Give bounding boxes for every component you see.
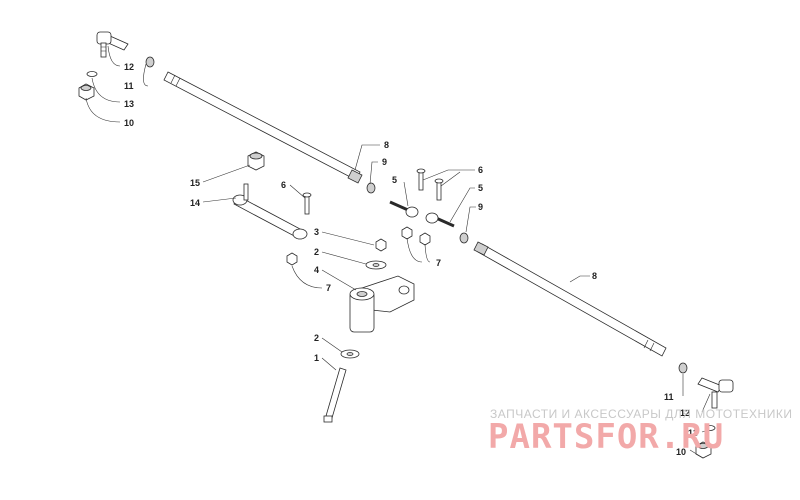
bolt-6-b bbox=[434, 178, 444, 201]
lock-nut-3 bbox=[375, 238, 387, 252]
lock-nut-7-b bbox=[419, 232, 431, 246]
leader-lines bbox=[85, 45, 711, 459]
callout-15: 15 bbox=[190, 178, 200, 188]
callout-8: 8 bbox=[384, 140, 389, 150]
callout-10: 10 bbox=[124, 118, 134, 128]
callout-13: 13 bbox=[124, 99, 134, 109]
tie-rod-end-5-right bbox=[425, 212, 455, 228]
callout-11: 11 bbox=[124, 81, 134, 91]
tie-rod-end-lower-right bbox=[697, 377, 734, 409]
jam-nut-lower-right bbox=[678, 362, 688, 374]
bolt-6-c bbox=[302, 192, 312, 215]
callout-7: 7 bbox=[436, 258, 441, 268]
bolt-1 bbox=[323, 367, 347, 423]
callout-9: 9 bbox=[478, 202, 483, 212]
lock-nut-15 bbox=[247, 151, 265, 171]
washer-upper-left bbox=[86, 71, 98, 77]
callout-12: 12 bbox=[680, 408, 690, 418]
drag-link bbox=[232, 183, 308, 240]
jam-nut-upper-left bbox=[145, 56, 155, 68]
nut-lower-right bbox=[695, 441, 712, 459]
callout-1: 1 bbox=[314, 353, 319, 363]
callout-labels: 12 11 13 10 8 9 5 6 5 9 7 8 11 12 13 10 … bbox=[124, 62, 698, 457]
tie-rod-end-upper-left bbox=[96, 31, 129, 58]
callout-14: 14 bbox=[190, 198, 200, 208]
callout-11: 11 bbox=[664, 392, 674, 402]
lock-nut-7-a bbox=[401, 226, 413, 240]
callout-10: 10 bbox=[676, 447, 686, 457]
callout-2: 2 bbox=[314, 247, 319, 257]
callout-6: 6 bbox=[478, 165, 483, 175]
tie-rod-lower bbox=[473, 241, 667, 357]
callout-2: 2 bbox=[314, 333, 319, 343]
nut-upper-left bbox=[78, 83, 95, 101]
callout-3: 3 bbox=[314, 227, 319, 237]
lock-nut-7-c bbox=[286, 252, 298, 266]
callout-8: 8 bbox=[592, 271, 597, 281]
callout-13: 13 bbox=[688, 428, 698, 438]
callout-9: 9 bbox=[382, 157, 387, 167]
callout-5: 5 bbox=[392, 175, 397, 185]
watermark-brand: PARTSFOR.RU bbox=[488, 417, 724, 457]
washer-lower-right bbox=[704, 425, 716, 431]
tie-rod-upper bbox=[163, 71, 363, 184]
tie-rod-end-5-left bbox=[389, 200, 419, 218]
steering-arm-4 bbox=[349, 275, 415, 333]
watermark-subtitle: ЗАПЧАСТИ И АКСЕССУАРЫ ДЛЯ МОТОТЕХНИКИ bbox=[490, 407, 792, 421]
callout-7: 7 bbox=[326, 283, 331, 293]
callout-4: 4 bbox=[314, 265, 319, 275]
bolt-6-a bbox=[416, 168, 426, 191]
callout-6: 6 bbox=[281, 180, 286, 190]
callout-12: 12 bbox=[124, 62, 134, 72]
jam-nut-9-right bbox=[459, 232, 469, 244]
watermark: ЗАПЧАСТИ И АКСЕССУАРЫ ДЛЯ МОТОТЕХНИКИ PA… bbox=[488, 407, 792, 457]
callout-5: 5 bbox=[478, 183, 483, 193]
jam-nut-9-left bbox=[366, 182, 376, 194]
